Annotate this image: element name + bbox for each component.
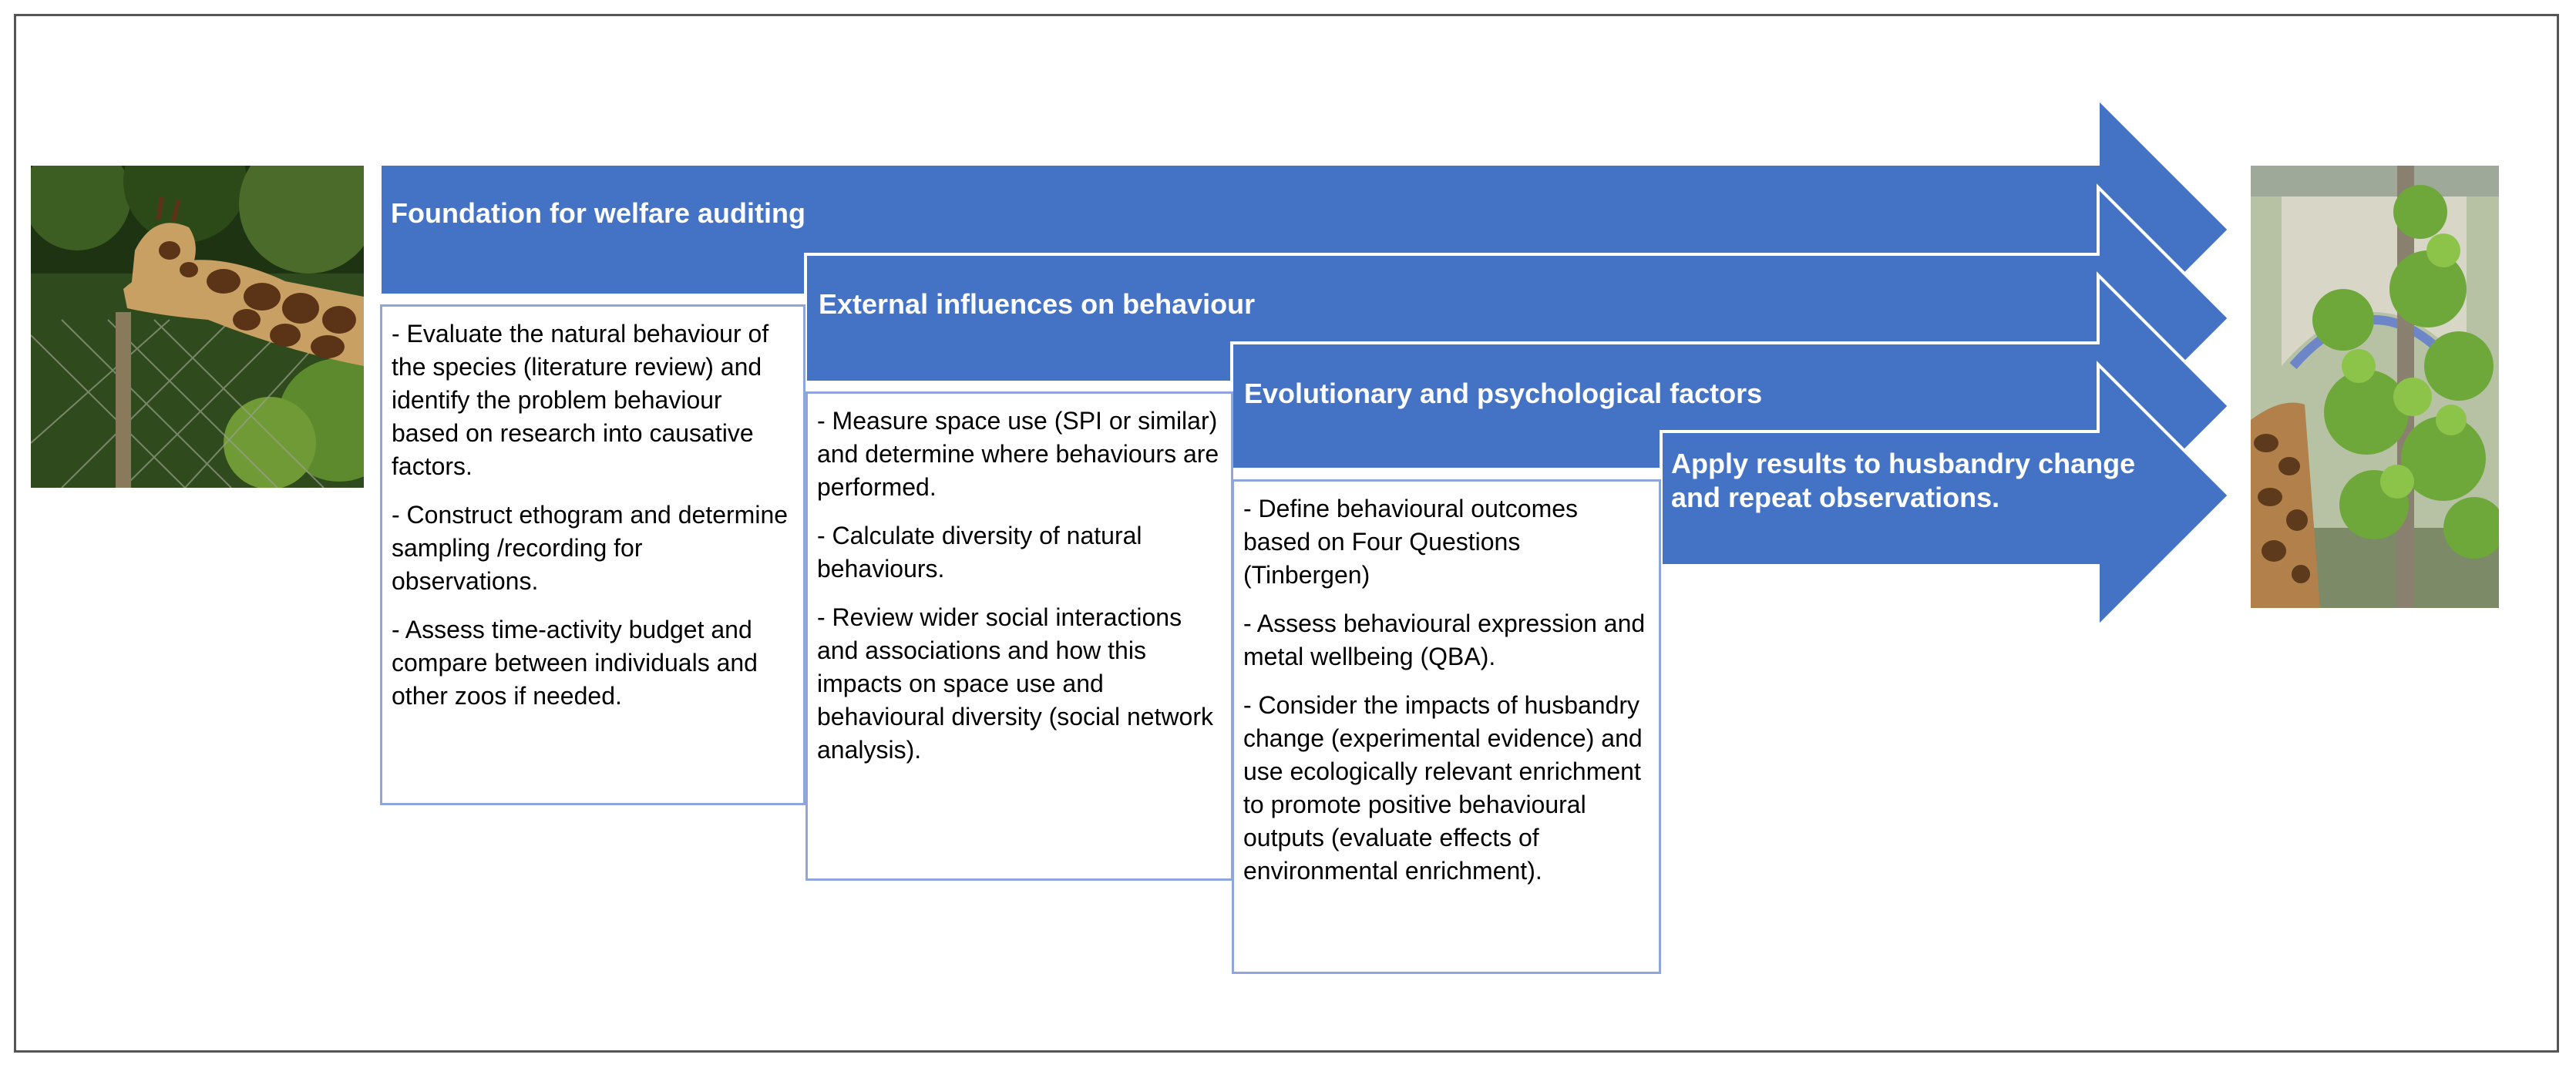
- stage-3-title: Evolutionary and psychological factors: [1244, 378, 1763, 409]
- stage-2-item: - Calculate diversity of natural behavio…: [817, 522, 1142, 583]
- stage-3-item: - Consider the impacts of husbandry chan…: [1243, 691, 1643, 885]
- stage-2-box: - Measure space use (SPI or similar) and…: [805, 391, 1233, 881]
- stage-1-item: - Evaluate the natural behaviour of the …: [392, 320, 769, 480]
- stage-3-item: - Define behavioural outcomes based on F…: [1243, 495, 1579, 589]
- stage-2-title: External influences on behaviour: [819, 288, 1256, 320]
- giraffe-photo-right: [2251, 166, 2499, 608]
- arrow-final-step: [1660, 361, 2231, 630]
- final-step-text: Apply results to husbandry change and re…: [1671, 448, 2136, 513]
- stage-1-item: - Construct ethogram and determine sampl…: [392, 501, 789, 595]
- stage-3-item: - Assess behavioural expression and meta…: [1243, 610, 1646, 670]
- stage-3-box: - Define behavioural outcomes based on F…: [1232, 479, 1661, 974]
- stage-2-item: - Review wider social interactions and a…: [817, 603, 1213, 764]
- stage-1-title: Foundation for welfare auditing: [391, 197, 805, 229]
- stage-1-item: - Assess time-activity budget and compar…: [392, 616, 758, 710]
- stage-1-box: - Evaluate the natural behaviour of the …: [380, 304, 805, 805]
- stage-2-item: - Measure space use (SPI or similar) and…: [817, 407, 1219, 501]
- giraffe-photo-left: [31, 166, 364, 488]
